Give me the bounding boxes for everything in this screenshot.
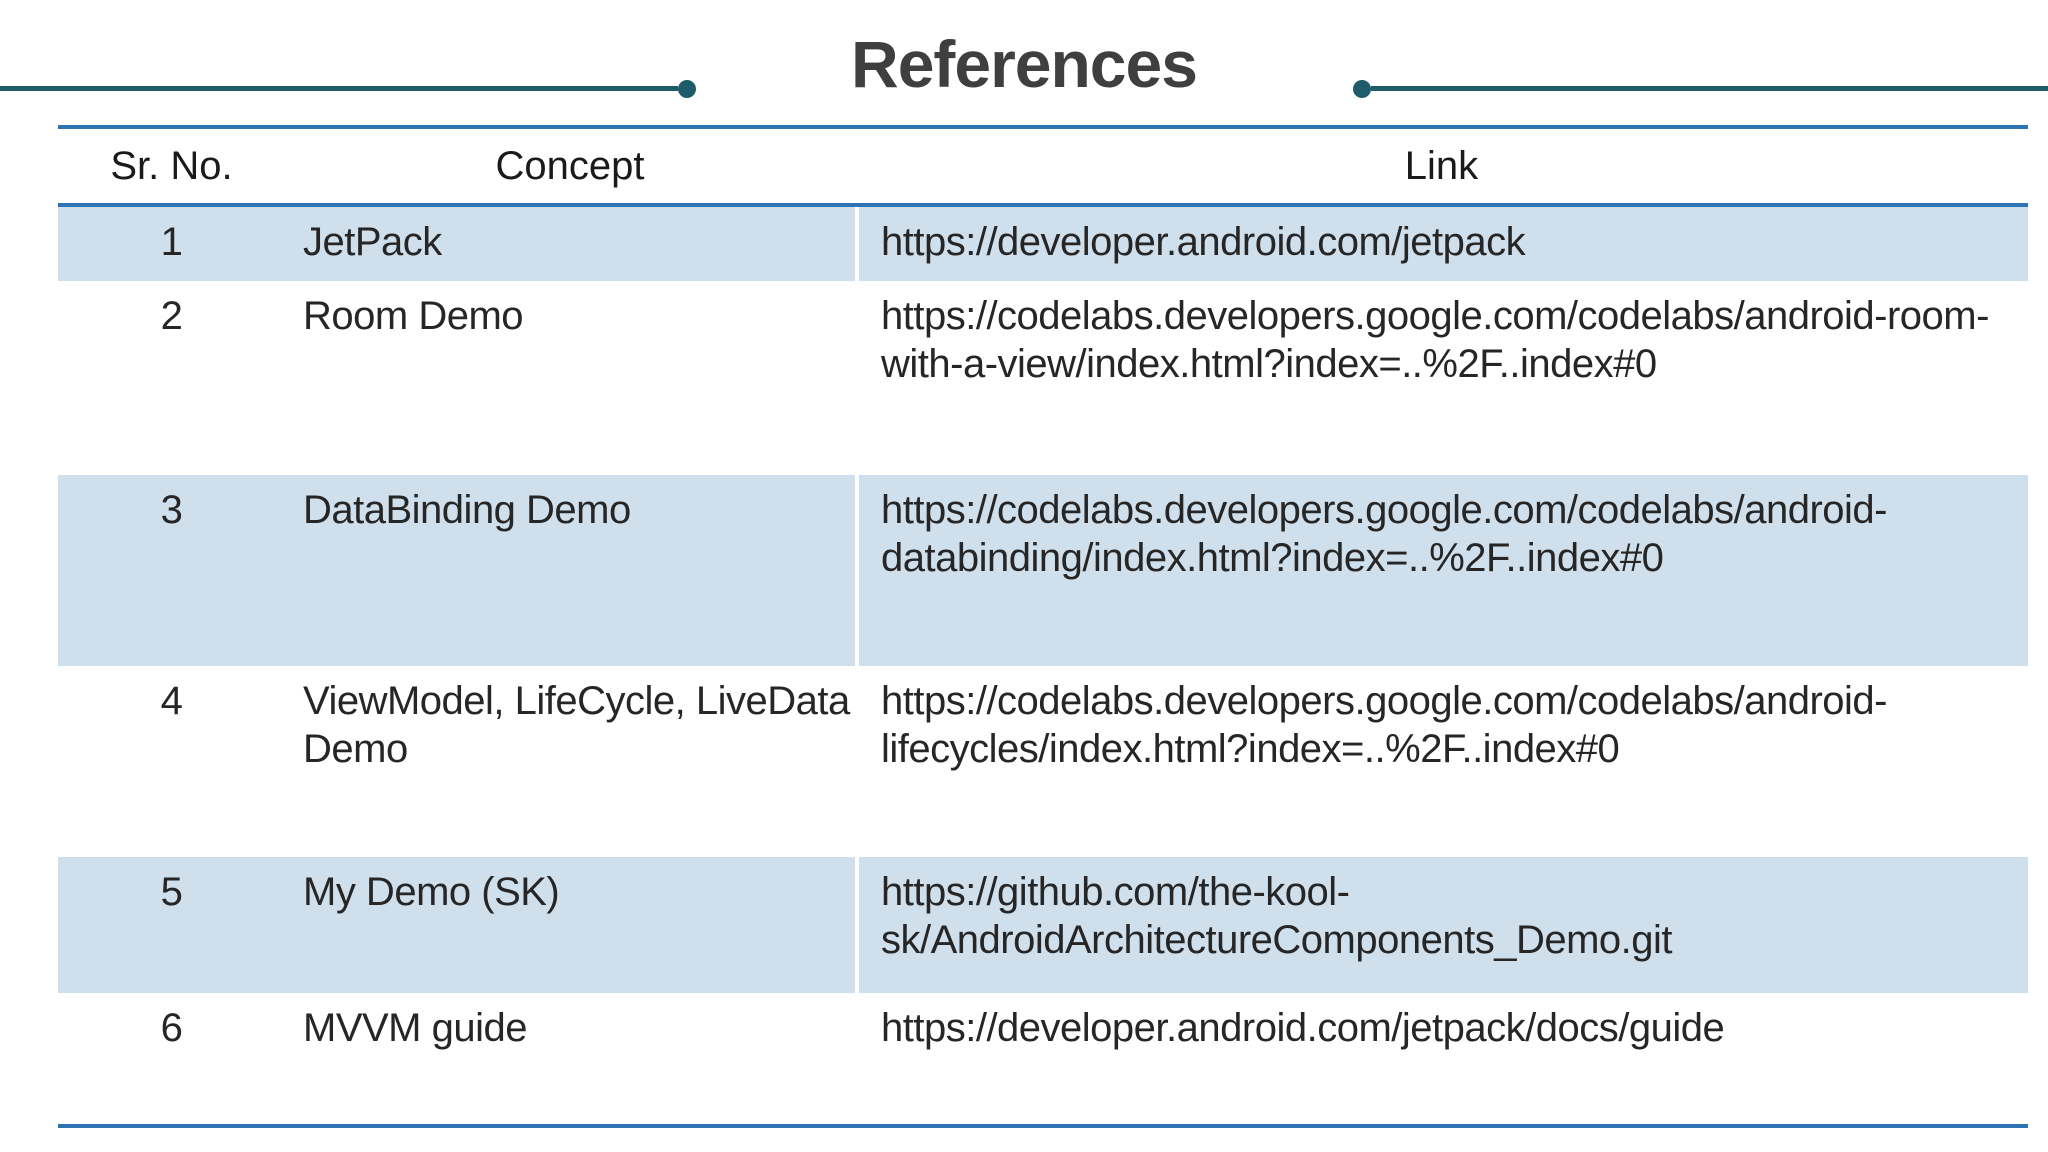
- table-row: 2 Room Demo https://codelabs.developers.…: [58, 281, 2028, 475]
- link-url[interactable]: https://github.com/the-kool-: [881, 870, 1350, 914]
- table-row: 1 JetPack https://developer.android.com/…: [58, 207, 2028, 281]
- column-header-link: Link: [1404, 144, 1479, 188]
- sr-no-cell: 6: [160, 1006, 183, 1050]
- concept-cell: Room Demo: [285, 281, 855, 475]
- link-url[interactable]: https://developer.android.com/jetpack: [881, 220, 1526, 264]
- table-row: 5 My Demo (SK) https://github.com/the-ko…: [58, 857, 2028, 993]
- sr-no-cell: 3: [160, 488, 183, 532]
- concept-text: DataBinding Demo: [303, 488, 631, 532]
- link-url[interactable]: https://codelabs.developers.google.com/c…: [881, 488, 1887, 532]
- link-url[interactable]: https://developer.android.com/jetpack/do…: [881, 1006, 1725, 1050]
- link-url[interactable]: databinding/index.html?index=..%2F..inde…: [881, 536, 1664, 580]
- concept-text: Demo: [303, 727, 408, 771]
- concept-cell: ViewModel, LifeCycle, LiveData Demo: [285, 666, 855, 857]
- column-header-concept: Concept: [495, 144, 645, 188]
- link-url[interactable]: sk/AndroidArchitectureComponents_Demo.gi…: [881, 918, 1673, 962]
- concept-cell: My Demo (SK): [285, 857, 855, 993]
- title-accent-dot-right: [1353, 80, 1371, 98]
- concept-text: My Demo (SK): [303, 870, 560, 914]
- sr-no-cell: 4: [160, 679, 183, 723]
- title-accent-line-right: [1371, 86, 2048, 91]
- concept-text: MVVM guide: [303, 1006, 527, 1050]
- page-title: References: [851, 27, 1198, 101]
- link-url[interactable]: lifecycles/index.html?index=..%2F..index…: [881, 727, 1620, 771]
- link-cell: https://codelabs.developers.google.com/c…: [855, 475, 2028, 666]
- table-header-row: Sr. No. Concept Link: [58, 129, 2028, 207]
- table-row: 6 MVVM guide https://developer.android.c…: [58, 993, 2028, 1124]
- concept-cell: DataBinding Demo: [285, 475, 855, 666]
- link-url[interactable]: with-a-view/index.html?index=..%2F..inde…: [881, 342, 1657, 386]
- table-row: 3 DataBinding Demo https://codelabs.deve…: [58, 475, 2028, 666]
- link-cell: https://developer.android.com/jetpack: [855, 207, 2028, 281]
- link-cell: https://codelabs.developers.google.com/c…: [855, 666, 2028, 857]
- link-url[interactable]: https://codelabs.developers.google.com/c…: [881, 294, 1989, 338]
- concept-text: Room Demo: [303, 294, 524, 338]
- column-header-sr-no: Sr. No.: [110, 144, 233, 188]
- sr-no-cell: 2: [160, 294, 183, 338]
- title-accent-line-left: [0, 86, 678, 91]
- sr-no-cell: 1: [160, 220, 183, 264]
- link-cell: https://codelabs.developers.google.com/c…: [855, 281, 2028, 475]
- concept-text: ViewModel, LifeCycle, LiveData: [303, 679, 850, 723]
- link-url[interactable]: https://codelabs.developers.google.com/c…: [881, 679, 1887, 723]
- concept-cell: JetPack: [285, 207, 855, 281]
- title-accent-dot-left: [678, 80, 696, 98]
- sr-no-cell: 5: [160, 870, 183, 914]
- link-cell: https://github.com/the-kool- sk/AndroidA…: [855, 857, 2028, 993]
- concept-text: JetPack: [303, 220, 442, 264]
- link-cell: https://developer.android.com/jetpack/do…: [855, 993, 2028, 1124]
- table-row: 4 ViewModel, LifeCycle, LiveData Demo ht…: [58, 666, 2028, 857]
- concept-cell: MVVM guide: [285, 993, 855, 1124]
- references-table: Sr. No. Concept Link 1 JetPack https://d…: [58, 125, 2028, 1128]
